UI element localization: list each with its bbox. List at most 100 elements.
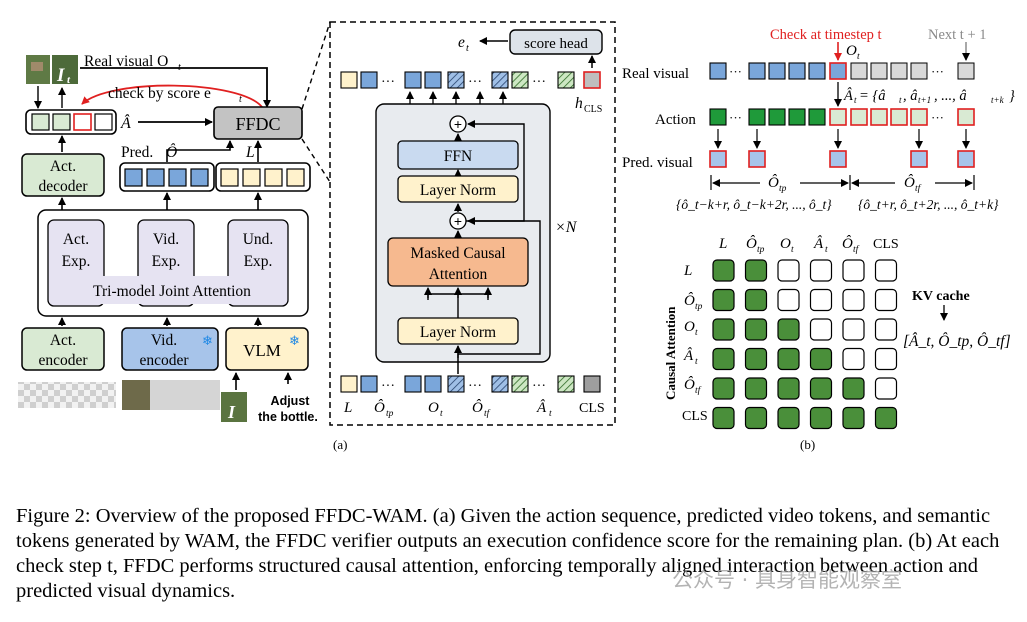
sublabel-a: (a) — [333, 437, 347, 452]
ffdc-box — [213, 106, 303, 140]
matrix-cell-5-3 — [809, 406, 833, 430]
top-token-row: ··· ··· ··· — [340, 71, 601, 90]
svg-text:O: O — [780, 236, 791, 252]
action-row: ··· ··· — [709, 108, 975, 126]
matrix-cell-5-0 — [712, 406, 735, 430]
svg-text:I: I — [227, 402, 236, 422]
center-dashed-frame — [329, 21, 616, 426]
score-head-box — [509, 29, 603, 55]
check-at-label: Check at timestep t — [770, 27, 882, 43]
svg-text:Ô: Ô — [684, 292, 695, 309]
causal-attention-label: Causal Attention — [663, 306, 678, 400]
svg-text:= {â: = {â — [859, 88, 885, 104]
svg-text:···: ··· — [532, 75, 546, 90]
svg-text:Exp.: Exp. — [62, 253, 91, 270]
action-input-checker — [18, 382, 116, 408]
matrix-cell-0-1 — [744, 259, 768, 282]
svg-text:+: + — [454, 213, 462, 229]
svg-text:Ô: Ô — [746, 235, 757, 252]
svg-text:···: ··· — [468, 75, 482, 90]
svg-text:}: } — [1009, 88, 1015, 104]
svg-text:CLS: CLS — [584, 104, 602, 115]
kv-cache-label: KV cache — [912, 289, 970, 304]
matrix-cell-1-3 — [809, 288, 833, 312]
svg-text:O: O — [428, 400, 439, 416]
matrix-cell-0-0 — [712, 259, 735, 282]
svg-text:the bottle.: the bottle. — [258, 410, 318, 424]
right-panel: Check at timestep t Next t + 1 O t Real … — [622, 27, 1015, 452]
svg-text:tp: tp — [757, 245, 765, 255]
svg-text:tp: tp — [695, 302, 703, 312]
svg-text:Ô: Ô — [768, 174, 779, 191]
svg-text:tf: tf — [853, 244, 860, 255]
svg-text:Act.: Act. — [50, 158, 76, 175]
svg-text:···: ··· — [729, 64, 742, 79]
matrix-cell-5-1 — [744, 406, 768, 430]
svg-text:t: t — [695, 357, 698, 367]
svg-text:t: t — [899, 95, 902, 105]
svg-text:t+1: t+1 — [918, 95, 931, 105]
h-cls-label: h — [575, 95, 583, 112]
svg-text:t+k: t+k — [991, 95, 1005, 105]
svg-text:t: t — [695, 328, 698, 338]
check-by-score-label: check by score e — [108, 85, 211, 102]
svg-text:+: + — [454, 116, 462, 132]
matrix-cell-3-5 — [874, 347, 898, 371]
svg-text:···: ··· — [729, 110, 742, 125]
matrix-cell-2-2 — [777, 318, 800, 341]
svg-text:Ô: Ô — [374, 399, 385, 416]
row-label-real-visual: Real visual — [622, 66, 689, 82]
bottom-token-row: ··· ··· ··· — [340, 375, 601, 394]
ffdc-label: FFDC — [235, 114, 280, 134]
matrix-col-headers: L Ô tp O t Â t Ô tf CLS — [718, 235, 899, 255]
a-hat-label: Â — [120, 113, 131, 132]
matrix-cell-4-4 — [842, 377, 865, 400]
svg-text:t: t — [440, 409, 443, 419]
matrix-cell-1-5 — [874, 288, 898, 312]
svg-text:L: L — [343, 400, 352, 416]
svg-text:Exp.: Exp. — [244, 253, 273, 270]
matrix-cell-0-5 — [874, 259, 898, 282]
score-head-label: score head — [524, 36, 588, 52]
attention-matrix — [712, 259, 898, 430]
svg-text:···: ··· — [532, 379, 546, 394]
tri-attention-label: Tri-model Joint Attention — [93, 283, 251, 300]
svg-text:···: ··· — [468, 379, 482, 394]
left-panel: I t Real visual O t check by score e t Â… — [18, 21, 331, 424]
svg-text:, ..., â: , ..., â — [934, 88, 967, 104]
svg-text:Ô: Ô — [904, 174, 915, 191]
matrix-cell-2-1 — [744, 318, 768, 341]
otf-set: {ô_t+r, ô_t+2r, ..., ô_t+k} — [858, 197, 999, 212]
svg-text:Layer Norm: Layer Norm — [420, 182, 496, 199]
svg-text:Exp.: Exp. — [152, 253, 181, 270]
matrix-cell-5-4 — [842, 406, 865, 430]
matrix-cell-4-0 — [712, 377, 735, 400]
svg-text:Masked Causal: Masked Causal — [410, 245, 505, 262]
otp-set: {ô_t−k+r, ô_t−k+2r, ..., ô_t} — [676, 197, 832, 212]
svg-text:tf: tf — [915, 183, 922, 194]
matrix-cell-0-4 — [842, 259, 865, 282]
input-image — [221, 392, 247, 422]
matrix-cell-4-3 — [809, 377, 833, 400]
svg-text:t: t — [239, 94, 242, 105]
svg-text:t: t — [466, 43, 469, 54]
svg-text:FFN: FFN — [444, 148, 472, 165]
vlm-box — [225, 327, 309, 371]
act-encoder-box — [21, 327, 105, 371]
svg-text:tp: tp — [779, 184, 787, 194]
svg-text:Attention: Attention — [429, 266, 488, 283]
sublabel-b: (b) — [800, 437, 815, 452]
matrix-cell-5-2 — [777, 406, 800, 430]
svg-text:encoder: encoder — [139, 352, 189, 369]
svg-text:L: L — [718, 236, 727, 252]
matrix-cell-2-3 — [809, 318, 833, 341]
svg-text:tp: tp — [386, 409, 394, 419]
real-visual-image-2 — [52, 55, 78, 84]
svg-text:t: t — [857, 52, 860, 62]
svg-text:tf: tf — [695, 385, 702, 396]
real-visual-label: Real visual O — [84, 53, 168, 70]
svg-text:CLS: CLS — [579, 401, 605, 416]
svg-text:Layer Norm: Layer Norm — [420, 324, 496, 341]
matrix-cell-1-4 — [842, 288, 865, 312]
